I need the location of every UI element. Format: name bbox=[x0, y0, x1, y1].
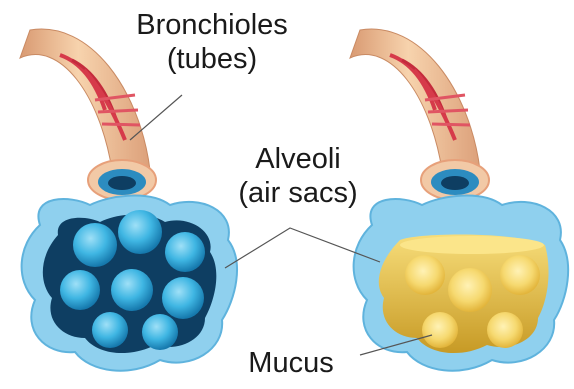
healthy-bronchiole-opening bbox=[88, 160, 156, 200]
mucus-alveolus bbox=[448, 268, 492, 312]
mucus-label: Mucus bbox=[236, 346, 346, 380]
mucus-surface bbox=[400, 236, 544, 254]
alveoli-label-line1: Alveoli bbox=[218, 142, 378, 176]
alveolus bbox=[73, 223, 117, 267]
alveoli-label: Alveoli (air sacs) bbox=[218, 142, 378, 210]
alveolus bbox=[162, 277, 204, 319]
bronchioles-label-line2: (tubes) bbox=[112, 42, 312, 76]
mucus-alveolus bbox=[405, 255, 445, 295]
mucus-alveolus bbox=[422, 312, 458, 348]
mucus-alveolus bbox=[500, 255, 540, 295]
alveolus bbox=[92, 312, 128, 348]
alveolus bbox=[165, 232, 205, 272]
mucus-label-text: Mucus bbox=[236, 346, 346, 380]
alveolus bbox=[142, 314, 178, 350]
bronchioles-label: Bronchioles (tubes) bbox=[112, 8, 312, 76]
alveoli-label-line2: (air sacs) bbox=[218, 176, 378, 210]
bronchioles-leader-line bbox=[130, 95, 182, 140]
alveolus bbox=[111, 269, 153, 311]
alveolus bbox=[60, 270, 100, 310]
mucus-alveolus bbox=[487, 312, 523, 348]
alveolus bbox=[118, 210, 162, 254]
blocked-bronchiole-opening bbox=[421, 160, 489, 200]
mucus-filled-alveolar-sac bbox=[354, 196, 569, 371]
healthy-alveolar-sac bbox=[22, 196, 237, 371]
bronchioles-label-line1: Bronchioles bbox=[112, 8, 312, 42]
